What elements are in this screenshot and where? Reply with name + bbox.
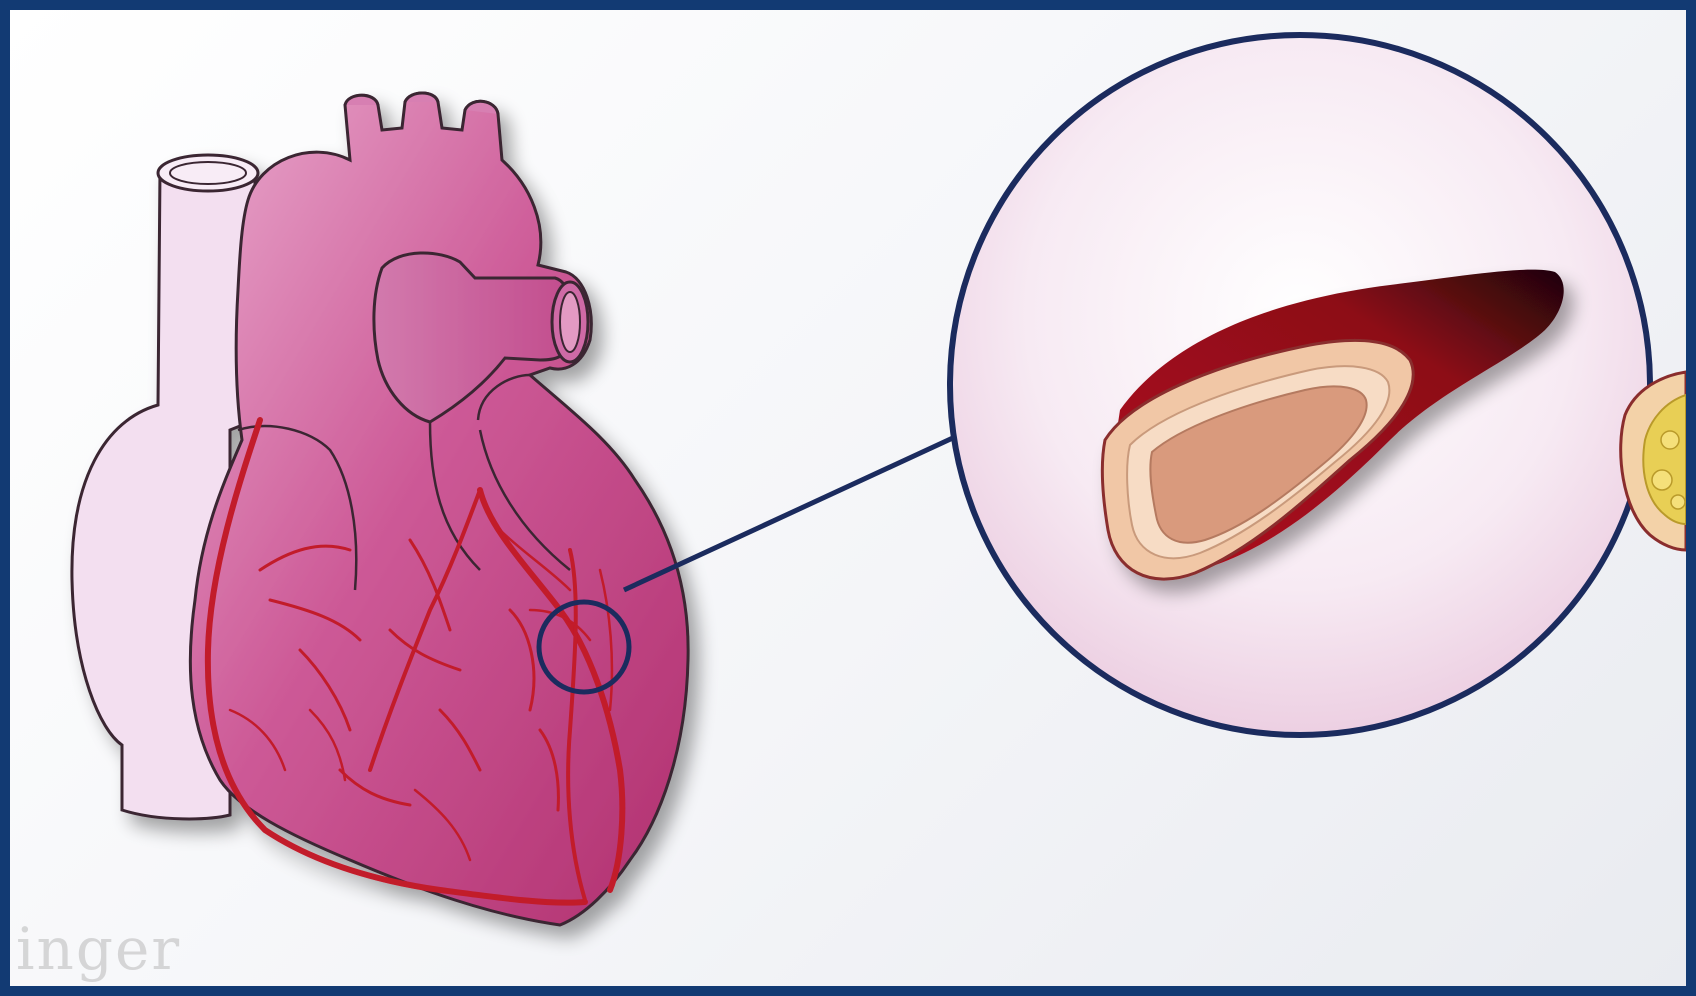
- callout-line: [624, 430, 970, 590]
- heart: [72, 93, 688, 925]
- magnified-view: [950, 35, 1650, 735]
- heart-body: [190, 93, 688, 925]
- diagram-canvas: inger: [10, 10, 1686, 986]
- heart-artery-diagram: [10, 10, 1686, 986]
- vena-cava-opening: [158, 155, 258, 191]
- watermark: inger: [16, 915, 181, 983]
